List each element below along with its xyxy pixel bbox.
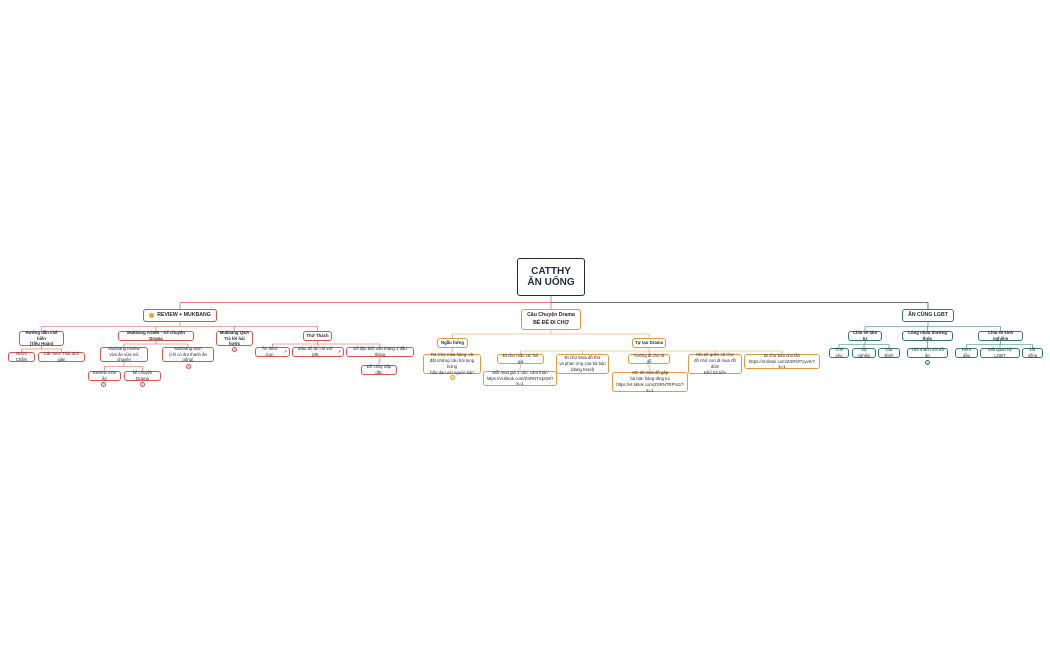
topic-label: Ngẫu hứng — [441, 340, 464, 346]
topic-tinh-yeu[interactable]: Tình yêu — [829, 347, 849, 358]
topic-ra-cho-mua-hang[interactable]: Ra Chợ mua hàng, và đặt những câu hỏi tu… — [423, 352, 481, 375]
collapse-marker[interactable]: 1 — [450, 375, 455, 380]
topic-ke-chuyen-drama[interactable]: kể chuyện Drama — [124, 370, 161, 381]
topic-label: Sự nghiệp — [857, 347, 871, 358]
topic-label: Đi chợ mặc cả, hỏi giá — [502, 353, 539, 364]
branch-drama-label: Câu Chuyện Drama BÉ ĐẾ ĐI CHỢ — [527, 312, 575, 326]
topic-label: Mukbang anm (chỉ có âm thanh ăn uống) — [169, 345, 207, 363]
topic-label: Thử Thách — [306, 333, 329, 339]
topic-label: Chia sẻ tâm tư — [852, 330, 878, 341]
topic-label: Số đặc biệt vào tháng 1 đầu tháng — [353, 346, 407, 357]
branch-an-cung-lgbt[interactable]: ĂN CÙNG LGBT — [902, 309, 954, 322]
topic-label: Nước Chấm — [15, 351, 28, 362]
topic-su-nghiep[interactable]: Sự nghiệp — [852, 347, 876, 358]
topic-vd-di-mua-do[interactable]: VD: Đi mua đồ gặp bà bán hàng tăng tui h… — [612, 370, 688, 393]
topic-label: Các món Thái đơn giản — [43, 351, 80, 362]
topic-mau-do-an[interactable]: Màu đồ ăn chỉ với 10k ↗ — [292, 346, 344, 357]
topic-label: Mukbang Q&A Trả lời hài hước — [219, 329, 250, 347]
topic-label: Đồ chay nấp dần — [366, 364, 392, 375]
orange-dot-icon — [149, 313, 155, 318]
topic-label: Tưởng đi chợ là dễ — [633, 353, 665, 364]
topic-chia-se-kinh-nghiem[interactable]: Chia sẻ kinh nghiệm — [978, 330, 1023, 341]
collapse-marker[interactable]: 3 — [186, 364, 191, 369]
topic-mukbang-qa[interactable]: Mukbang Q&A Trả lời hài hước — [216, 329, 253, 347]
topic-huong-dan-che-bien[interactable]: Hướng dẫn chế biến (Tiêu Hoàn) — [19, 329, 64, 347]
topic-thu-thach[interactable]: Thử Thách — [303, 331, 332, 341]
collapse-marker[interactable]: 2 — [925, 360, 930, 365]
topic-label: Cùng nhau thưởng thức — [907, 330, 948, 341]
topic-label: Mukbang review vừa ăn vừa nói chuyện — [108, 345, 140, 363]
topic-label: kể chuyện Drama — [132, 370, 153, 381]
topic-review-mon-an[interactable]: Review món ăn — [88, 370, 121, 381]
topic-an-theo-icon[interactable]: Ăn theo icon ↗ — [255, 346, 290, 357]
branch-lgbt-label: ĂN CÙNG LGBT — [908, 311, 948, 318]
topic-cung-nhau-thuong-thuc[interactable]: Cùng nhau thưởng thức — [902, 330, 953, 341]
topic-label: Đi chợ Mua đồ thử và phản ứng của bà bán… — [559, 355, 606, 372]
topic-label: VD: Đi mua đồ gặp bà bán hàng tăng tui h… — [616, 370, 684, 393]
topic-label: Lối sống — [1027, 347, 1038, 358]
topic-label: Gia Đình — [884, 347, 894, 358]
topic-di-cho-mac-ca[interactable]: Đi chợ mặc cả, hỏi giá — [497, 353, 544, 364]
external-link-icon[interactable]: ↗ — [337, 348, 341, 354]
collapse-marker[interactable]: 1 — [101, 382, 106, 387]
collapse-marker[interactable]: 4 — [232, 347, 237, 352]
root-topic[interactable]: CATTHY ĂN UỐNG — [517, 258, 585, 296]
topic-khi-tre-quen[interactable]: Khi trẻ quen cá chợ đồ nhờ con đi mua đồ… — [688, 352, 742, 375]
topic-label: Mỗi mua giá 1 câu, cảm thán https://vt.t… — [486, 369, 554, 387]
topic-label: Tự tạo Drama — [635, 340, 663, 346]
topic-label: Thử thách với đồ ăn — [911, 347, 944, 358]
root-line-2: ĂN UỐNG — [527, 277, 575, 288]
topic-loi-song[interactable]: Lối sống — [1022, 347, 1043, 358]
topic-thu-thach-voi-do-an[interactable]: Thử thách với đồ ăn — [907, 347, 948, 358]
topic-moi-mua-gia[interactable]: Mỗi mua giá 1 câu, cảm thán https://vt.t… — [483, 369, 557, 387]
topic-di-cho-bao[interactable]: Đi chợ bảo cho lắn https://vt.tiktok.com… — [744, 352, 820, 370]
topic-label: Đi chợ bảo cho lắn https://vt.tiktok.com… — [748, 352, 816, 370]
topic-label: Khi trẻ quen cá chợ đồ nhờ con đi mua đồ… — [694, 352, 736, 375]
topic-nuoc-cham[interactable]: Nước Chấm — [8, 351, 35, 362]
topic-tu-tao-drama[interactable]: Tự tạo Drama — [632, 338, 666, 348]
topic-label: Ra Chợ mua hàng, và đặt những câu hỏi tu… — [429, 352, 475, 375]
topic-kem-dau[interactable]: Kem dầu — [955, 347, 978, 358]
topic-tuong-di-cho[interactable]: Tưởng đi chợ là dễ — [628, 353, 670, 364]
topic-label: Tình yêu — [834, 347, 844, 358]
topic-do-chay[interactable]: Đồ chay nấp dần — [361, 364, 397, 375]
topic-label: Chia sẻ kinh nghiệm — [987, 330, 1014, 341]
topic-so-dac-biet[interactable]: Số đặc biệt vào tháng 1 đầu tháng — [346, 346, 414, 357]
root-line-1: CATTHY — [531, 265, 571, 277]
topic-label: Hướng dẫn chế biến (Tiêu Hoàn) — [25, 329, 58, 347]
branch-review-label: REVIEW + MUKBANG — [157, 311, 211, 318]
topic-label: Review món ăn — [92, 370, 117, 381]
collapse-marker[interactable]: 2 — [140, 382, 145, 387]
topic-mukbang-anm[interactable]: Mukbang anm (chỉ có âm thanh ăn uống) — [162, 345, 214, 363]
topic-mukbang-review[interactable]: Mukbang review vừa ăn vừa nói chuyện — [100, 345, 148, 363]
topic-mukbang-asmr[interactable]: Mukbang ASMR - Kể chuyện Drama — [118, 330, 194, 341]
topic-di-cho-mua-do-thu[interactable]: Đi chợ Mua đồ thử và phản ứng của bà bán… — [556, 354, 609, 374]
external-link-icon[interactable]: ↗ — [283, 348, 287, 354]
topic-gia-dinh[interactable]: Gia Đình — [878, 347, 900, 358]
topic-moi-quan-he-lgbt[interactable]: Mối quan hệ LGBT — [980, 347, 1020, 358]
topic-label: Mukbang ASMR - Kể chuyện Drama — [126, 330, 186, 341]
branch-review-mukbang[interactable]: REVIEW + MUKBANG — [143, 309, 217, 322]
topic-ngau-hung[interactable]: Ngẫu hứng — [437, 338, 468, 348]
topic-mon-thai[interactable]: Các món Thái đơn giản — [38, 351, 85, 362]
topic-label: Kem dầu — [962, 347, 971, 358]
branch-cau-chuyen-drama[interactable]: Câu Chuyện Drama BÉ ĐẾ ĐI CHỢ — [521, 309, 581, 330]
topic-label: Màu đồ ăn chỉ với 10k — [298, 346, 333, 357]
topic-label: Mối quan hệ LGBT — [988, 347, 1012, 358]
topic-label: Ăn theo icon — [262, 346, 278, 357]
topic-chia-se-tam-tu[interactable]: Chia sẻ tâm tư — [848, 330, 882, 341]
